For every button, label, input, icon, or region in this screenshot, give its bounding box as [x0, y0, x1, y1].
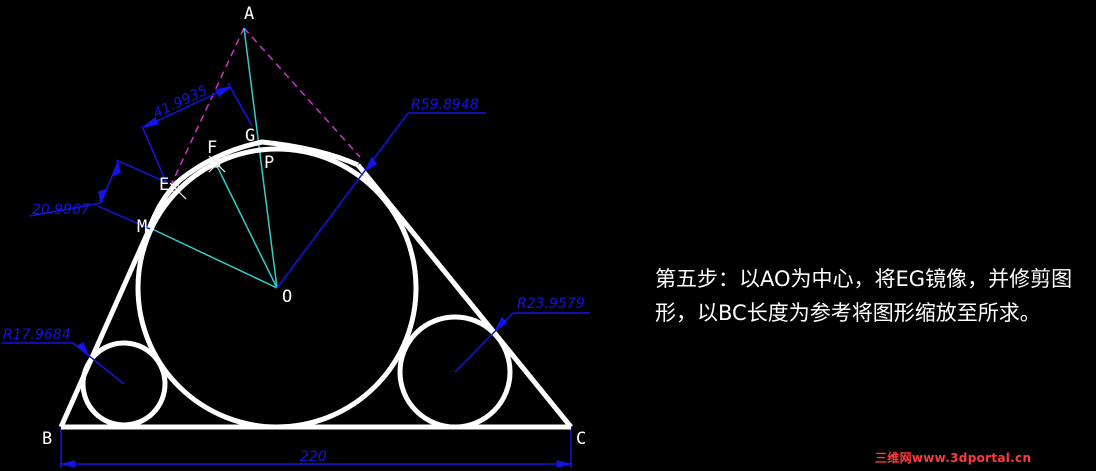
dim-text-41-9935: 41.9935: [151, 83, 210, 122]
dim-text-r59: R59.8948: [411, 97, 479, 113]
point-label-g: G: [245, 126, 255, 146]
point-label-b: B: [42, 429, 52, 449]
dim-text-20-9967: 20.9967: [32, 202, 90, 218]
step-instruction: 第五步：以AO为中心，将EG镜像，并修剪图 形，以BC长度为参考将图形缩放至所求…: [655, 262, 1085, 330]
point-label-o: O: [282, 287, 292, 307]
point-label-e: E: [159, 175, 169, 195]
instruction-line-1: 第五步：以AO为中心，将EG镜像，并修剪图: [655, 267, 1073, 291]
point-label-f: F: [207, 138, 217, 158]
point-label-p: P: [264, 153, 274, 173]
dimension-lines: [2, 82, 590, 385]
base-dimension: [60, 428, 572, 468]
dim-text-r17: R17.9684: [3, 327, 71, 343]
dim-text-r23: R23.9579: [517, 296, 585, 312]
snap-markers: [169, 155, 226, 200]
point-label-a: A: [244, 4, 254, 24]
dim-text-220: 220: [300, 449, 327, 465]
instruction-line-2: 形，以BC长度为参考将图形缩放至所求。: [655, 301, 1041, 325]
watermark: 三维网www.3dportal.cn: [875, 451, 1032, 465]
center-lines: [149, 27, 278, 289]
point-label-c: C: [576, 429, 586, 449]
main-geometry: [58, 139, 573, 430]
point-label-m: M: [137, 217, 147, 237]
